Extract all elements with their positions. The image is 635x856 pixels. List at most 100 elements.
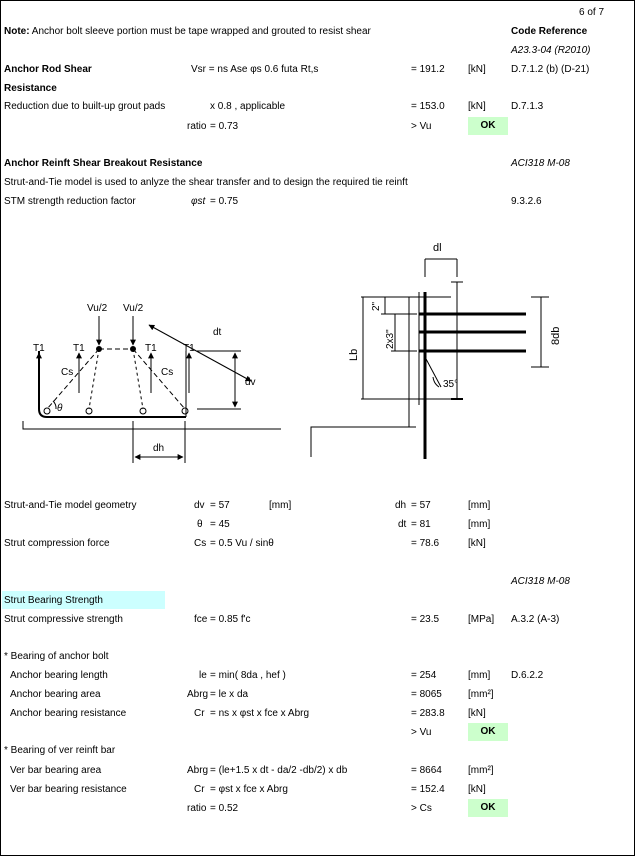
ver-ratio-value: = 0.52: [210, 803, 239, 814]
anchor-length-label: Anchor bearing length: [10, 670, 108, 681]
anchor-res-label: Anchor bearing resistance: [10, 708, 127, 719]
dt-symbol: dt: [398, 519, 407, 530]
ver-area-unit: [mm²]: [468, 765, 494, 776]
anchor-length-symbol: le: [199, 670, 207, 681]
anchor-area-value: = 8065: [411, 689, 442, 700]
fce-ref: A.3.2 (A-3): [511, 614, 560, 625]
anchor-area-unit: [mm²]: [468, 689, 494, 700]
factor-symbol: φst: [191, 196, 206, 207]
anchor-rod-shear-title-2: Resistance: [4, 83, 57, 94]
vertical-bars: [418, 281, 463, 459]
geometry-label: Strut-and-Tie model geometry: [4, 500, 137, 511]
ver-res-unit: [kN]: [468, 784, 486, 795]
dh-symbol: dh: [395, 500, 407, 511]
tie-label-4: T1: [183, 343, 195, 354]
dimension-lines: [52, 324, 252, 463]
anchor-length-formula: = min( 8da , hef ): [210, 670, 286, 681]
ver-compare: > Cs: [411, 803, 432, 814]
cs-unit: [kN]: [468, 538, 486, 549]
ver-area-label: Ver bar bearing area: [10, 765, 102, 776]
cs-symbol: Cs: [194, 538, 207, 549]
vsr-formula: Vsr = ns Ase φs 0.6 futa Rt,s: [191, 64, 318, 76]
ver-area-value: = 8664: [411, 765, 442, 776]
load-label-1: Vu/2: [87, 303, 108, 314]
ver-res-label: Ver bar bearing resistance: [10, 784, 127, 795]
anchor-status-badge: OK: [468, 723, 508, 741]
horizontal-bars: [419, 312, 526, 353]
strut-label-2: Cs: [161, 367, 173, 378]
strut-bearing-title: Strut Bearing Strength: [4, 595, 103, 606]
fce-unit: [MPa]: [468, 614, 495, 625]
vsr-ref: D.7.1.2 (b) (D-21): [511, 64, 590, 75]
breakout-title: Anchor Reinft Shear Breakout Resistance: [4, 158, 203, 169]
lb-label: Lb: [348, 349, 360, 361]
dv-unit: [mm]: [269, 500, 292, 511]
note-label: Note:: [4, 26, 30, 37]
dimension-lines: [361, 258, 549, 400]
ratio-value: = 0.73: [210, 121, 239, 132]
ver-status-badge: OK: [468, 799, 508, 817]
ver-area-symbol: Abrg: [187, 765, 209, 776]
strut-comp-label: Strut compressive strength: [4, 614, 123, 625]
page-number: 6 of 7: [579, 7, 605, 18]
ver-res-value: = 152.4: [411, 784, 445, 795]
code-standard: A23.3-04 (R2010): [511, 45, 591, 56]
code-reference-label: Code Reference: [511, 26, 588, 37]
ver-bar-title: * Bearing of ver reinft bar: [4, 745, 116, 756]
factor-value: = 0.75: [210, 196, 239, 207]
reduction-label: Reduction due to built-up grout pads: [4, 101, 166, 112]
strut-tie-diagram: Vu/2 Vu/2 T1 T1 T1 T1 Cs Cs θ dh dv dt: [22, 303, 281, 463]
stirrup-bars: [43, 407, 189, 415]
anchor-res-value: = 283.8: [411, 708, 445, 719]
tie-label-2: T1: [73, 343, 85, 354]
anchor-length-value: = 254: [411, 670, 437, 681]
ver-res-symbol: Cr: [194, 784, 205, 795]
note-text: Anchor bolt sleeve portion must be tape …: [31, 26, 371, 37]
reduction-formula: x 0.8 , applicable: [210, 101, 286, 112]
footing-outline: [22, 421, 281, 430]
strut-bearing-ref: ACI318 M-08: [511, 576, 570, 587]
status-badge: OK: [468, 117, 508, 135]
ver-ratio-label: ratio: [187, 803, 207, 814]
strut-lines: [46, 346, 186, 410]
dh-unit: [mm]: [468, 500, 491, 511]
fce-formula: = 0.85 f'c: [210, 614, 251, 625]
load-arrows: [96, 316, 136, 346]
eight-db-label: 8db: [550, 327, 562, 345]
rebar-detail-diagram: dl 2" 2x3" Lb 8db 35°: [310, 242, 562, 459]
factor-ref: 9.3.2.6: [511, 196, 542, 207]
tie-label-3: T1: [145, 343, 157, 354]
tie-label-1: T1: [33, 343, 45, 354]
reduction-value: = 153.0: [411, 101, 445, 112]
dv-label: dv: [245, 377, 256, 388]
anchor-rod-shear-title: Anchor Rod Shear: [4, 64, 92, 75]
dv-value: = 57: [210, 500, 230, 511]
reduction-ref: D.7.1.3: [511, 101, 544, 112]
anchor-res-unit: [kN]: [468, 708, 486, 719]
anchor-length-unit: [mm]: [468, 670, 491, 681]
anchor-compare: > Vu: [411, 727, 432, 738]
anchor-length-ref: D.6.2.2: [511, 670, 544, 681]
ver-res-formula: = φst x fce x Abrg: [210, 784, 288, 795]
dt-label: dt: [213, 327, 222, 338]
strut-label-1: Cs: [61, 367, 73, 378]
anchor-res-formula: = ns x φst x fce x Abrg: [210, 708, 310, 719]
breakout-description: Strut-and-Tie model is used to anlyze th…: [4, 177, 408, 188]
dh-label: dh: [153, 443, 164, 454]
fce-symbol: fce: [194, 614, 208, 625]
factor-label: STM strength reduction factor: [4, 196, 136, 207]
anchor-area-symbol: Abrg: [187, 689, 209, 700]
cs-formula: = 0.5 Vu / sinθ: [210, 538, 274, 549]
two-x3-label: 2x3": [385, 329, 396, 349]
reduction-unit: [kN]: [468, 101, 486, 112]
ratio-label: ratio: [187, 121, 207, 132]
anchor-bolt-title: * Bearing of anchor bolt: [4, 651, 109, 662]
note: Note: Anchor bolt sleeve portion must be…: [4, 26, 371, 38]
two-in-label: 2": [371, 301, 382, 311]
dt-unit: [mm]: [468, 519, 491, 530]
strut-bearing-highlight: [2, 591, 165, 609]
vsr-value: = 191.2: [411, 64, 445, 75]
anchor-area-formula: = le x da: [210, 689, 249, 700]
dh-value: = 57: [411, 500, 431, 511]
theta-symbol: θ: [197, 519, 203, 530]
